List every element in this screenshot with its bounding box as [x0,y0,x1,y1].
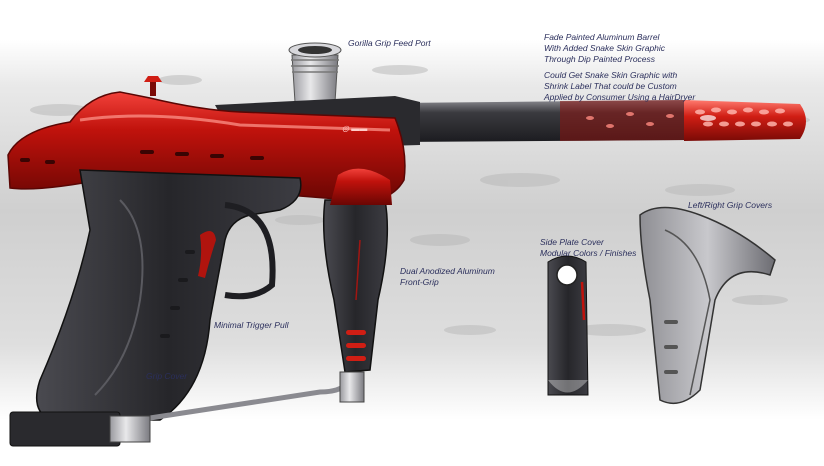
svg-text:◎ ▬▬: ◎ ▬▬ [342,124,367,133]
front-grip-note: Dual Anodized Aluminum Front-Grip [400,266,495,288]
barrel [395,100,690,142]
barrel-tip-snake-skin [684,100,806,141]
barrel-note: Fade Painted Aluminum Barrel With Added … [544,32,665,65]
trigger [198,231,216,278]
front-grip-note-line-2: Front-Grip [400,277,439,287]
shrink-label-note: Could Get Snake Skin Graphic with Shrink… [544,70,695,103]
front-grip-note-line-1: Dual Anodized Aluminum [400,266,495,276]
main-grip [35,169,302,421]
trigger-guard [224,202,276,300]
grip-cover-label: Grip Cover [146,371,188,381]
shrink-label-note-line-3: Applied by Consumer Using a HairDryer [544,92,696,102]
barrel-note-line-2: With Added Snake Skin Graphic [544,43,666,53]
air-hose [9,371,365,447]
side-plate-cover-detail [547,255,589,396]
side-plate-note: Side Plate Cover Modular Colors / Finish… [540,237,636,259]
barrel-note-line-1: Fade Painted Aluminum Barrel [544,32,660,42]
feed-port-label: Gorilla Grip Feed Port [348,38,431,48]
trigger-label: Minimal Trigger Pull [214,320,289,330]
grip-covers-label: Left/Right Grip Covers [688,200,773,210]
grip-covers-detail [639,206,776,405]
front-grip [322,168,392,373]
rear-knob [144,76,162,96]
shrink-label-note-line-2: Shrink Label That could be Custom [544,81,677,91]
shrink-label-note-line-1: Could Get Snake Skin Graphic with [544,70,678,80]
barrel-note-line-3: Through Dip Painted Process [544,54,656,64]
side-plate-note-line-2: Modular Colors / Finishes [540,248,637,258]
side-plate-note-line-1: Side Plate Cover [540,237,604,247]
